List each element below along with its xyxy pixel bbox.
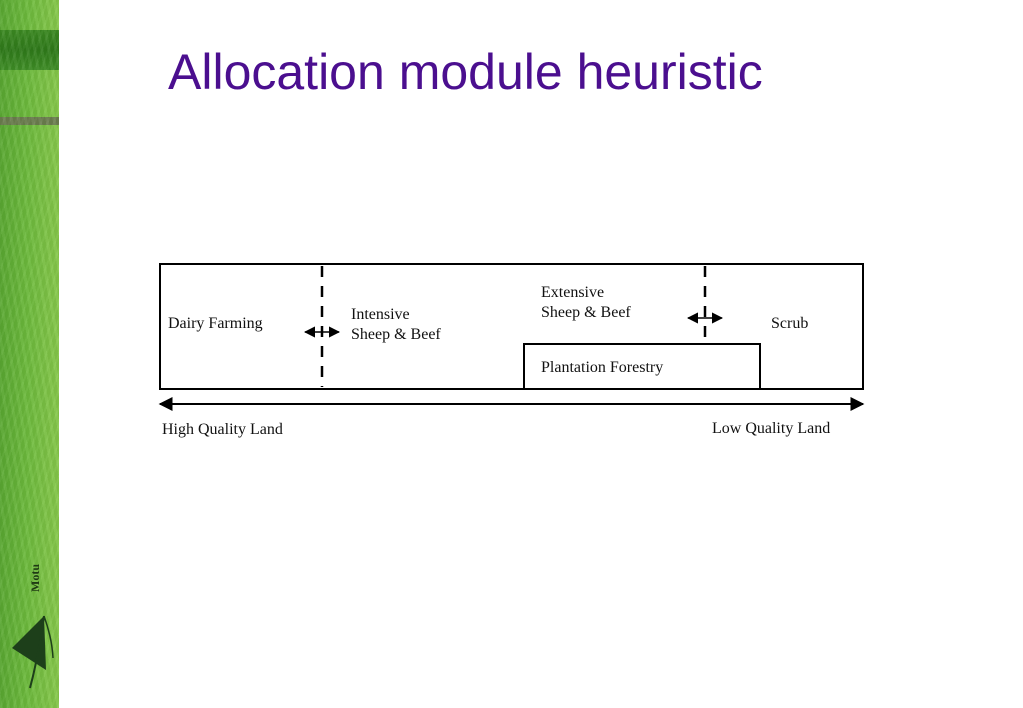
decorative-sidebar: Motu (0, 0, 59, 708)
plantation-forestry-box (523, 343, 761, 390)
low-quality-land-label: Low Quality Land (712, 420, 831, 437)
plantation-forestry-label: Plantation Forestry (541, 359, 664, 376)
intensive-label-line2: Sheep & Beef (351, 326, 441, 343)
land-range-box (159, 263, 864, 390)
high-quality-land-label: High Quality Land (162, 421, 283, 438)
sidebar-texture (0, 0, 59, 708)
intensive-label-line1: Intensive (351, 306, 410, 323)
dairy-farming-label: Dairy Farming (168, 315, 263, 332)
slide-title: Allocation module heuristic (168, 44, 763, 100)
sidebar-stripe (0, 117, 59, 125)
extensive-label-line2: Sheep & Beef (541, 304, 631, 321)
extensive-label-line1: Extensive (541, 284, 605, 301)
motu-triangle-logo-icon (12, 615, 54, 689)
scrub-label: Scrub (771, 315, 809, 332)
sidebar-dark-band (0, 30, 59, 70)
